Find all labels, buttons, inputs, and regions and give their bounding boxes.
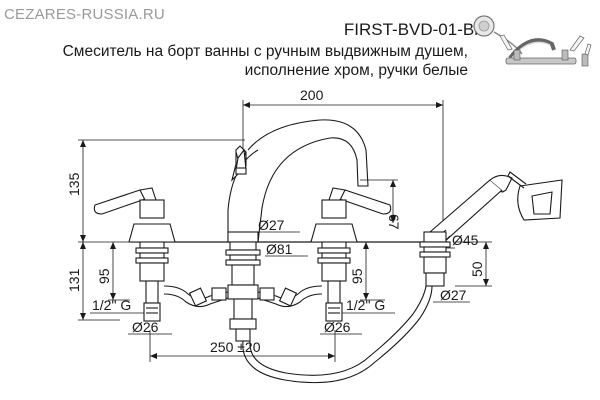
hand-shower xyxy=(429,171,563,245)
description-line-1: Смеситель на борт ванны с ручным выдвижн… xyxy=(62,43,468,60)
right-handle xyxy=(310,187,392,243)
center-base xyxy=(227,231,259,243)
dim-hose-diameter: Ø27 xyxy=(440,287,467,303)
right-valve-body xyxy=(317,241,351,322)
dim-pipe-right: Ø26 xyxy=(324,319,351,335)
product-description: Смеситель на борт ванны с ручным выдвижн… xyxy=(28,42,468,80)
center-valve-body xyxy=(225,241,261,342)
dim-base-diameter: Ø81 xyxy=(266,241,293,257)
shower-hose xyxy=(242,285,433,384)
dim-thread-left: 1/2" G xyxy=(92,297,131,313)
description-line-2: исполнение хром, ручки белые xyxy=(244,62,468,79)
product-thumbnail xyxy=(473,15,592,67)
dim-spout-height: 67 xyxy=(386,214,402,230)
dimension-lines xyxy=(78,100,492,362)
dim-shower-depth: 50 xyxy=(469,261,485,277)
dim-height-top: 135 xyxy=(66,172,82,196)
dim-spout-diameter: Ø27 xyxy=(258,217,285,233)
center-lever xyxy=(235,148,247,175)
dim-thread-right: 1/2" G xyxy=(346,297,385,313)
dim-body-depth-left: 95 xyxy=(96,268,112,284)
left-valve-body xyxy=(135,241,169,322)
site-name: CEZARES-RUSSIA.RU xyxy=(4,6,165,23)
shower-base xyxy=(419,231,451,287)
dim-width-total: 200 xyxy=(300,87,324,103)
dim-pipe-left: Ø26 xyxy=(132,319,159,335)
dim-body-depth-right: 95 xyxy=(349,268,365,284)
model-number: FIRST-BVD-01-Bi xyxy=(343,20,478,39)
connecting-hoses xyxy=(163,285,323,308)
dim-height-bottom: 131 xyxy=(66,268,82,292)
left-handle xyxy=(93,187,176,243)
dim-spacing: 250 ±20 xyxy=(210,339,261,355)
dim-shower-base-diameter: Ø45 xyxy=(452,232,479,248)
